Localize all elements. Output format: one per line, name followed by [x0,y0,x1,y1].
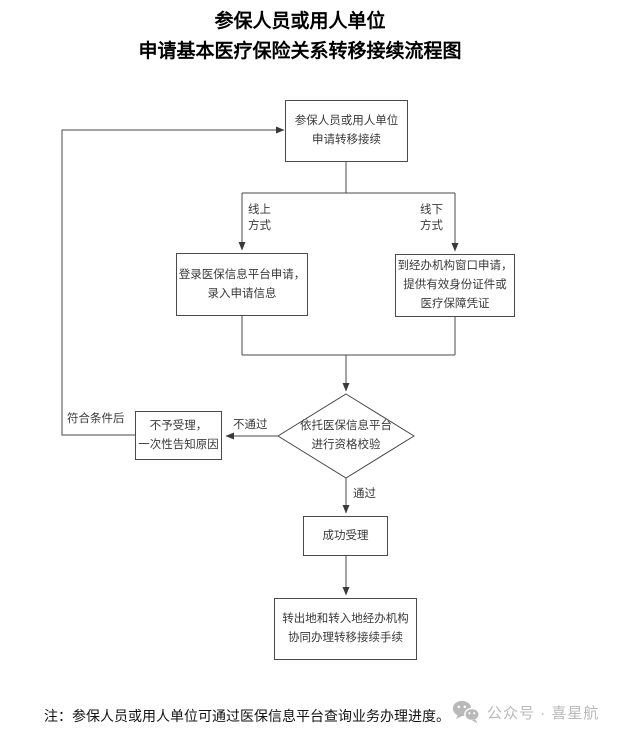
edge-label-offline-method: 线下 方式 [420,202,443,234]
edge-label-pass: 通过 [353,488,376,500]
footnote: 注：参保人员或用人单位可通过医保信息平台查询业务办理进度。 [44,710,450,725]
node-qualification-check: 依托医保信息平台 进行资格校验 [278,415,414,457]
watermark-text: 公众号 · 喜星航 [487,704,600,722]
node-check-line-1: 依托医保信息平台 [300,420,392,432]
node-cooperate-transfer: 转出地和转入地经办机构 协同办理转移接续手续 [274,598,417,660]
edge-qualified-feedback [61,126,285,436]
wechat-icon [452,700,480,724]
edge-label-online-line-2: 方式 [248,220,271,232]
node-reject-line-2: 一次性告知原因 [138,438,219,451]
node-accept-line-1: 成功受理 [322,529,369,542]
node-online-line-1: 登录医保信息平台申请， [178,268,306,281]
node-online-platform-apply: 登录医保信息平台申请， 录入申请信息 [176,253,308,316]
edge-label-online-method: 线上 方式 [248,202,271,234]
edge-label-qualified: 符合条件后 [67,413,125,425]
node-cooperate-line-2: 协同办理转移接续手续 [288,632,403,644]
node-offline-line-3: 医疗保障凭证 [420,298,490,310]
node-reject-line-1: 不予受理， [149,419,208,432]
node-apply-line-2: 申请转移接续 [312,134,381,146]
page-title: 参保人员或用人单位 申请基本医疗保险关系转移接续流程图 [0,7,600,67]
page-title-line-2: 申请基本医疗保险关系转移接续流程图 [138,41,462,62]
watermark: 公众号 · 喜星航 [452,700,599,724]
connector-lines [61,126,459,596]
node-offline-line-1: 到经办机构窗口申请， [397,260,513,272]
edge-label-offline-line-2: 方式 [420,220,443,232]
edge-label-online-line-1: 线上 [248,204,271,216]
node-reject-notify: 不予受理， 一次性告知原因 [135,411,222,460]
edge-label-fail: 不通过 [233,419,268,431]
node-accept-success: 成功受理 [303,516,388,556]
node-check-line-2: 进行资格校验 [311,439,381,451]
node-online-line-2: 录入申请信息 [207,287,277,300]
node-cooperate-line-1: 转出地和转入地经办机构 [282,613,409,625]
node-offline-line-2: 提供有效身份证件或 [403,279,507,291]
node-apply-line-1: 参保人员或用人单位 [294,115,399,127]
node-offline-window-apply: 到经办机构窗口申请， 提供有效身份证件或 医疗保障凭证 [395,254,515,317]
node-apply-transfer: 参保人员或用人单位 申请转移接续 [285,100,408,162]
edge-label-offline-line-1: 线下 [420,204,443,216]
page-title-line-1: 参保人员或用人单位 [214,11,386,32]
